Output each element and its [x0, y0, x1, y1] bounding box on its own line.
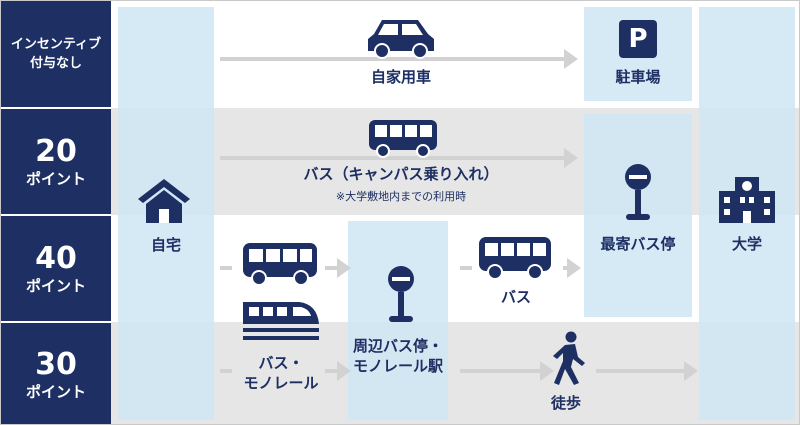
bus-mono-label-line1: バス・ [258, 354, 304, 372]
bus-icon [367, 118, 439, 160]
monorail-icon [241, 298, 321, 342]
bus-icon-3 [477, 235, 553, 281]
row-label-no-incentive: インセンティブ 付与なし [1, 1, 111, 107]
car-arrow [220, 49, 578, 69]
row-label-40: 40 ポイント [1, 216, 111, 321]
walk-label: 徒歩 [550, 394, 581, 412]
bus-icon-2 [241, 241, 319, 287]
points-unit: ポイント [25, 276, 86, 295]
home-label: 自宅 [150, 236, 181, 254]
bus-arrow-dash-2 [460, 266, 472, 270]
parking-glyph: P [628, 24, 648, 54]
points-unit: ポイント [25, 169, 86, 188]
mono-arrow-dash [220, 369, 232, 373]
nearest-stop-label: 最寄バス停 [600, 235, 676, 253]
points-value: 40 [35, 240, 77, 276]
campus-bus-arrow [220, 148, 578, 168]
bus-mono-label-line2: モノレール [243, 374, 319, 392]
row-separator [1, 107, 111, 109]
bus-to-nearby-arrow [325, 258, 351, 278]
bus-to-nearest-arrow [563, 258, 581, 278]
university-label: 大学 [731, 235, 762, 253]
car-icon [362, 15, 440, 59]
nearby-stop-label-line1: 周辺バス停・ [352, 337, 443, 355]
car-label: 自家用車 [370, 68, 431, 86]
walking-person-icon [549, 331, 589, 387]
row-label-20: 20 ポイント [1, 109, 111, 214]
row-label-text: インセンティブ [10, 37, 102, 52]
parking-sign-icon: P [619, 20, 657, 58]
bus-stop-icon [618, 161, 658, 225]
bus-arrow-dash [220, 266, 232, 270]
walk-arrow-1 [460, 361, 554, 381]
row-separator [1, 214, 111, 216]
points-unit: ポイント [25, 382, 86, 401]
row-label-30: 30 ポイント [1, 323, 111, 424]
row-label-text-2: 付与なし [29, 56, 82, 71]
bus-stop-icon-2 [381, 263, 421, 327]
nearby-stop-label-line2: モノレール駅 [352, 357, 443, 375]
walk-arrow-2 [596, 361, 698, 381]
house-icon [134, 177, 194, 225]
parking-label: 駐車場 [615, 68, 661, 86]
campus-bus-label: バス（キャンパス乗り入れ） [303, 165, 499, 183]
mono-to-nearby-arrow [325, 361, 351, 381]
points-value: 20 [35, 133, 77, 169]
campus-bus-note: ※大学敷地内までの利用時 [335, 190, 467, 203]
school-building-icon [717, 173, 777, 225]
points-value: 30 [35, 346, 77, 382]
bus-label: バス [500, 288, 531, 306]
row-separator [1, 321, 111, 323]
